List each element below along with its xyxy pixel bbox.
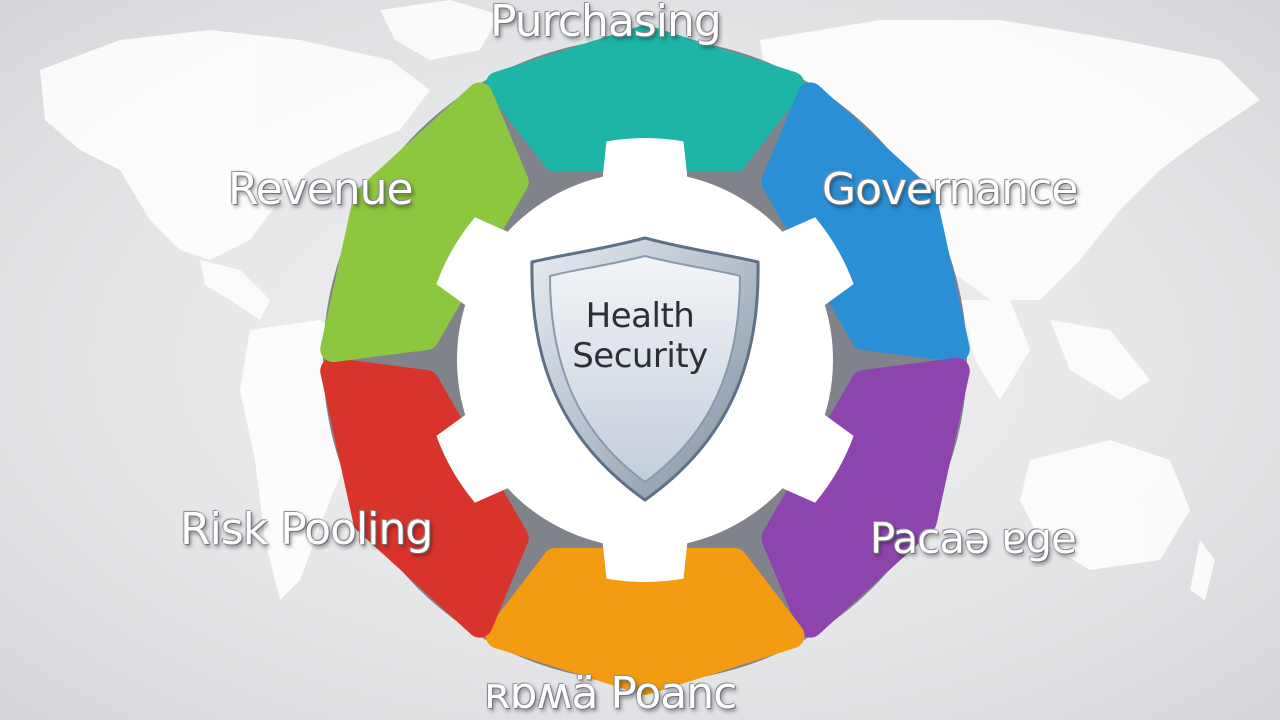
shield-icon <box>530 236 760 502</box>
label-purchasing: Purchasing <box>490 0 722 47</box>
shield-title-line2: Security <box>572 336 708 376</box>
label-package: Pacaə ɐge <box>870 514 1077 563</box>
shield-title-line1: Health <box>585 296 695 336</box>
segment-bottom <box>485 548 805 695</box>
label-revenue: Revenue <box>228 164 414 215</box>
segment-risk <box>320 357 529 638</box>
label-bottom-segment: ʀɒʍä Poanc <box>484 668 737 719</box>
segment-purchasing <box>485 25 805 172</box>
label-risk-pooling: Risk Pooling <box>180 504 433 555</box>
label-governance: Governance <box>822 164 1078 215</box>
segment-package <box>761 357 970 638</box>
segment-governance <box>761 82 970 363</box>
segment-revenue <box>320 82 529 363</box>
segments-layer <box>320 25 970 695</box>
